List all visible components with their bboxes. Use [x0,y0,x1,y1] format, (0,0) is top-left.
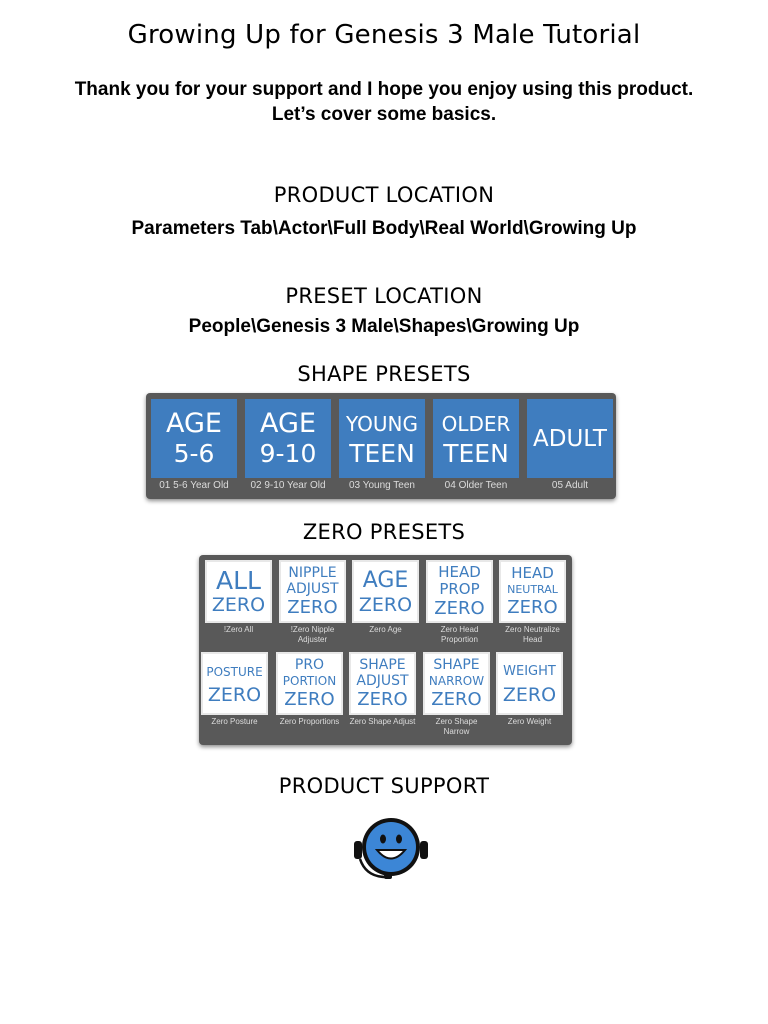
tile-line-3: ZERO [502,683,557,706]
preset-thumbnail: YOUNG TEEN [339,399,425,478]
tile-line-2: 9-10 [259,438,317,468]
tile-line-2: PROP [439,580,480,598]
preset-caption: 02 9-10 Year Old [250,480,326,491]
zero-tile-shape-narrow[interactable]: SHAPE NARROW ZERO Zero Shape Narrow [423,652,490,738]
tile-line-2: TEEN [349,438,415,468]
product-support-heading: PRODUCT SUPPORT [278,774,490,798]
preset-caption: !Zero All [223,625,254,634]
product-location-heading: PRODUCT LOCATION [273,183,495,207]
preset-thumbnail: OLDER TEEN [433,399,519,478]
zero-tile-head-prop[interactable]: HEAD PROP ZERO Zero Head Proportion [426,560,493,646]
product-location-path: Parameters Tab\Actor\Full Body\Real Worl… [131,218,637,239]
preset-caption: Zero Shape Adjust [349,717,416,726]
zero-tile-proportion[interactable]: PRO PORTION ZERO Zero Proportions [276,652,343,738]
tile-line-1: AGE [362,567,409,593]
page-title: Growing Up for Genesis 3 Male Tutorial [127,20,641,50]
preset-caption: Zero Age [369,625,402,634]
zero-tile-posture[interactable]: POSTURE ZERO Zero Posture [201,652,268,738]
tile-line-1: AGE [260,407,316,439]
zero-tile-age[interactable]: AGE ZERO Zero Age [352,560,419,646]
tile-line-1: HEAD [438,563,481,581]
preset-tile-adult[interactable]: ADULT 05 Adult [527,399,613,493]
tile-line-1: POSTURE [206,664,263,679]
tile-line-3: ZERO [211,593,266,616]
tile-line-1: ALL [216,565,261,595]
preset-thumbnail: SHAPE NARROW ZERO [423,652,490,715]
zero-presets-panel: ALL ZERO !Zero All NIPPLE ADJUST ZERO !Z… [199,555,572,745]
preset-thumbnail: HEAD NEUTRAL ZERO [499,560,566,623]
tile-line-1: HEAD [511,564,554,582]
tile-line-3: ZERO [357,688,408,710]
tile-line-1: AGE [166,407,222,439]
preset-thumbnail: WEIGHT ZERO [496,652,563,715]
tile-line-3: ZERO [434,598,485,619]
preset-caption: Zero Proportions [279,717,340,726]
shape-presets-panel: AGE 5-6 01 5-6 Year Old AGE 9-10 02 9-10… [146,393,616,499]
preset-caption: 03 Young Teen [348,480,415,491]
zero-tile-nipple-adjust[interactable]: NIPPLE ADJUST ZERO !Zero Nipple Adjuster [279,560,346,646]
preset-caption: Zero Head Proportion [440,625,479,644]
tile-line-1: ADULT [533,425,607,452]
tile-line-1: SHAPE [359,656,406,673]
preset-location-heading: PRESET LOCATION [285,284,483,308]
tile-line-2: ADJUST [356,672,409,689]
tile-line-3: ZERO [287,596,338,618]
intro-line-1: Thank you for your support and I hope yo… [74,79,694,100]
zero-tile-shape-adjust[interactable]: SHAPE ADJUST ZERO Zero Shape Adjust [349,652,416,738]
support-headset-smiley-icon[interactable] [350,815,432,883]
intro-text: Thank you for your support and I hope yo… [0,77,768,127]
preset-thumbnail: NIPPLE ADJUST ZERO [279,560,346,623]
preset-tile-older-teen[interactable]: OLDER TEEN 04 Older Teen [433,399,519,493]
preset-location-path: People\Genesis 3 Male\Shapes\Growing Up [188,316,580,337]
preset-caption: Zero Neutralize Head [505,625,560,644]
zero-presets-heading: ZERO PRESETS [302,520,466,544]
zero-tile-weight[interactable]: WEIGHT ZERO Zero Weight [496,652,563,738]
tile-line-1: NIPPLE [288,564,337,581]
preset-tile-age-9-10[interactable]: AGE 9-10 02 9-10 Year Old [245,399,331,493]
tile-line-2: ADJUST [286,580,339,597]
preset-thumbnail: ALL ZERO [205,560,272,623]
tile-line-1: SHAPE [433,656,480,673]
tile-line-2: NARROW [428,673,485,688]
preset-caption: Zero Shape Narrow [435,717,478,736]
preset-caption: Zero Weight [507,717,552,726]
preset-thumbnail: AGE ZERO [352,560,419,623]
preset-thumbnail: PRO PORTION ZERO [276,652,343,715]
tile-line-3: ZERO [358,593,413,616]
preset-caption: 04 Older Teen [444,480,508,491]
tile-line-2: NEUTRAL [507,583,558,596]
preset-tile-young-teen[interactable]: YOUNG TEEN 03 Young Teen [339,399,425,493]
tile-line-2: 5-6 [173,438,215,468]
tile-line-3: ZERO [284,688,335,710]
preset-thumbnail: HEAD PROP ZERO [426,560,493,623]
preset-thumbnail: AGE 9-10 [245,399,331,478]
tile-line-3: ZERO [507,597,558,618]
tile-line-1: YOUNG [346,411,418,436]
preset-caption: 05 Adult [551,480,589,491]
preset-thumbnail: AGE 5-6 [151,399,237,478]
preset-caption: Zero Posture [211,717,258,726]
preset-thumbnail: ADULT [527,399,613,478]
preset-caption: !Zero Nipple Adjuster [290,625,335,644]
preset-thumbnail: SHAPE ADJUST ZERO [349,652,416,715]
tile-line-3: ZERO [431,688,482,710]
tile-line-2: TEEN [443,438,509,468]
zero-tile-head-neutral[interactable]: HEAD NEUTRAL ZERO Zero Neutralize Head [499,560,566,646]
preset-thumbnail: POSTURE ZERO [201,652,268,715]
shape-presets-heading: SHAPE PRESETS [297,362,471,386]
preset-caption: 01 5-6 Year Old [159,480,229,491]
tile-line-1: PRO [294,656,325,673]
tile-line-1: OLDER [441,411,511,436]
tile-line-1: WEIGHT [503,663,556,679]
tile-line-3: ZERO [207,683,262,706]
preset-tile-age-5-6[interactable]: AGE 5-6 01 5-6 Year Old [151,399,237,493]
tile-line-2: PORTION [282,673,337,688]
intro-line-2: Let’s cover some basics. [271,104,497,125]
zero-tile-all[interactable]: ALL ZERO !Zero All [205,560,272,646]
